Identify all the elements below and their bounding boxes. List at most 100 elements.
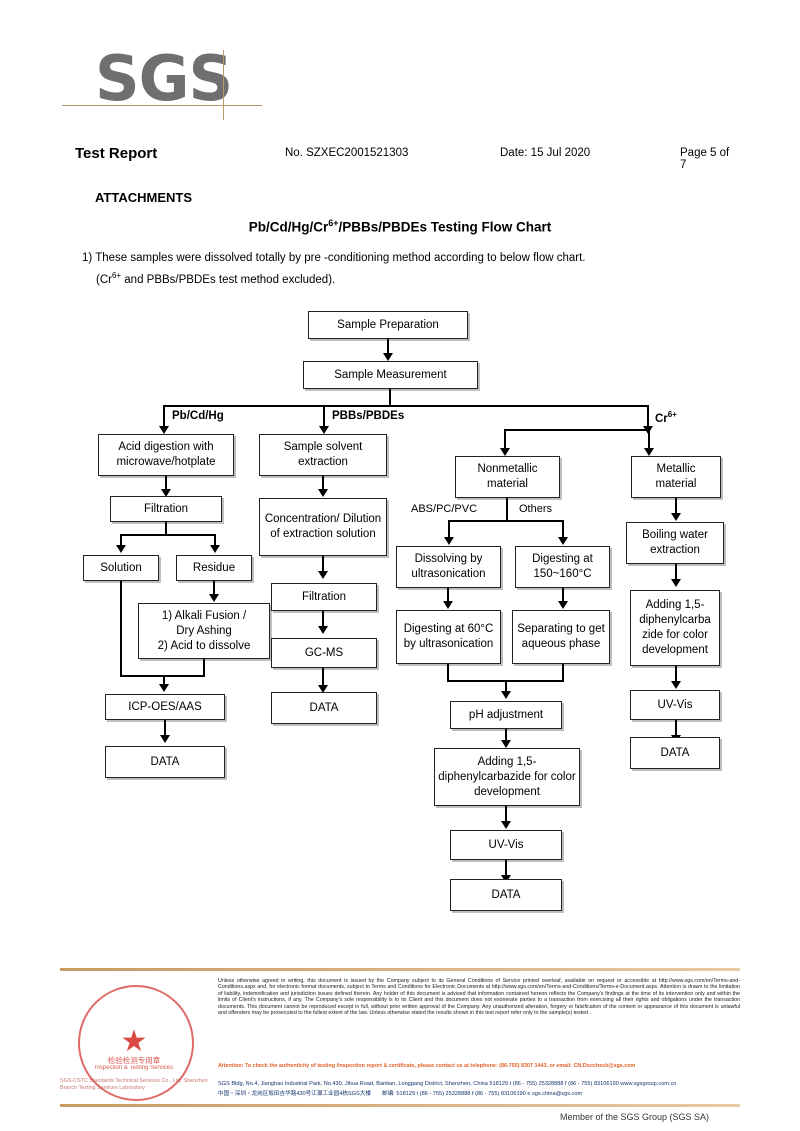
edge-dig150-to-separating (562, 588, 564, 604)
edge-metallic-to-boiling (675, 498, 677, 516)
report-number: No. SZXEC2001521303 (285, 147, 409, 159)
edge-filtration-trunk (165, 522, 167, 536)
edge-to-digesting150 (562, 520, 564, 540)
node-digesting-60-ultrasonication: Digesting at 60°C by ultrasonication (396, 610, 501, 664)
node-boiling-water-extraction: Boiling water extraction (626, 522, 724, 564)
arrow-solvent-to-conc (318, 489, 328, 497)
node-residue: Residue (176, 555, 252, 581)
branch-label-cr6: Cr6+ (655, 410, 677, 425)
node-uv-vis-mid: UV-Vis (450, 830, 562, 860)
logo-horizontal-rule (62, 105, 262, 106)
edge-to-residue (214, 534, 216, 548)
arrow-ph-to-dpc (501, 740, 511, 748)
node-solution: Solution (83, 555, 159, 581)
page-number: Page 5 of 7 (680, 147, 730, 171)
edge-nonmetallic-bus (448, 520, 564, 522)
edge-to-metallic (648, 429, 650, 451)
stamp-chinese-label: 检验检测专用章 (107, 1056, 161, 1065)
stamp-english-label: Inspection & Testing Services (94, 1065, 174, 1071)
arrow-acid-to-filtration (161, 489, 171, 497)
arrow-dig150-to-separating (558, 601, 568, 609)
arrow-to-metallic (644, 448, 654, 456)
report-header-row: Test Report No. SZXEC2001521303 Date: 15… (75, 145, 735, 171)
arrow-to-nonmetallic (500, 448, 510, 456)
flow-title-superscript: 6+ (328, 218, 339, 228)
edge-uvvis-to-data-right (675, 720, 677, 738)
sgs-logo-text: SGS (95, 42, 233, 115)
arrow-boiling-to-dpc (671, 579, 681, 587)
arrow-dpc-to-uvvis-mid (501, 821, 511, 829)
arrow-merge-to-icp (159, 684, 169, 692)
node-sample-measurement: Sample Measurement (303, 361, 478, 389)
edge-dissolving-to-dig60 (447, 588, 449, 604)
node-data-mid: DATA (271, 692, 377, 724)
note-line-2: (Cr6+ and PBBs/PBDEs test method exclude… (82, 267, 742, 289)
edge-leg-cr6 (647, 405, 649, 429)
node-sample-solvent-extraction: Sample solvent extraction (259, 434, 387, 476)
arrow-to-digesting150 (558, 537, 568, 545)
arrow-leg-pbbs (319, 426, 329, 434)
node-metallic-material: Metallic material (631, 456, 721, 498)
stamp-ring (78, 985, 194, 1101)
sgs-logo: SGS (62, 42, 275, 123)
node-alkali-fusion: 1) Alkali Fusion / Dry Ashing 2) Acid to… (138, 603, 270, 659)
note-line-1: 1) These samples were dissolved totally … (82, 252, 586, 264)
edge-dpc-to-uvvis-mid (505, 806, 507, 824)
arrow-icp-to-data (160, 735, 170, 743)
branch-label-cr6-superscript: 6+ (667, 410, 677, 419)
footer-member-text: Member of the SGS Group (SGS SA) (560, 1112, 710, 1122)
node-nonmetallic-material: Nonmetallic material (455, 456, 560, 498)
edge-filtration-bus (120, 534, 216, 536)
node-data-right: DATA (630, 737, 720, 769)
node-concentration-dilution: Concentration/ Dilution of extraction so… (259, 498, 387, 556)
star-icon: ★ (120, 1025, 148, 1058)
edge-leg-pbcdhg (163, 405, 165, 429)
flow-chart-title: Pb/Cd/Hg/Cr6+/PBBs/PBDEs Testing Flow Ch… (0, 218, 800, 235)
arrow-gcms-to-data (318, 685, 328, 693)
edge-merge-icp-bus (120, 675, 205, 677)
flow-title-pre: Pb/Cd/Hg/Cr (248, 219, 329, 235)
branch-label-pbbs-pbdes: PBBs/PBDEs (332, 410, 405, 422)
arrow-residue-to-alkali (209, 594, 219, 602)
edge-merge-ph-down (505, 680, 507, 694)
arrow-dissolving-to-dig60 (443, 601, 453, 609)
edge-alkali-down (203, 659, 205, 677)
node-separating-aqueous-phase: Separating to get aqueous phase (512, 610, 610, 664)
node-dissolving-ultrasonication: Dissolving by ultrasonication (396, 546, 501, 588)
arrow-prep-to-measure (383, 353, 393, 361)
arrow-merge-to-ph (501, 691, 511, 699)
arrow-to-dissolving (444, 537, 454, 545)
node-gc-ms: GC-MS (271, 638, 377, 668)
edge-icp-to-data (164, 720, 166, 738)
edge-filtration-to-gcms (322, 611, 324, 629)
edge-ph-to-dpc (505, 729, 507, 743)
report-date: Date: 15 Jul 2020 (500, 147, 591, 159)
arrow-conc-to-filtration (318, 571, 328, 579)
path-label-others: Others (519, 503, 553, 515)
edge-conc-to-filtration (322, 556, 324, 574)
edge-measure-trunk (389, 389, 391, 407)
edge-to-dissolving (448, 520, 450, 540)
arrow-to-solution (116, 545, 126, 553)
node-acid-digestion: Acid digestion with microwave/hotplate (98, 434, 234, 476)
arrow-filtration-to-gcms (318, 626, 328, 634)
edge-boiling-to-dpc (675, 564, 677, 582)
page-title: Test Report (75, 145, 158, 162)
alkali-line-2: Dry Ashing (176, 624, 232, 637)
edge-to-nonmetallic (504, 429, 506, 451)
node-data-cr: DATA (450, 879, 562, 911)
node-data-left: DATA (105, 746, 225, 778)
flow-title-post: /PBBs/PBDEs Testing Flow Chart (338, 219, 552, 235)
note-line2-pre: (Cr (96, 273, 112, 286)
branch-label-cr6-pre: Cr (655, 412, 668, 425)
arrow-metallic-to-boiling (671, 513, 681, 521)
node-adding-dpc-mid: Adding 1,5-diphenylcarbazide for color d… (434, 748, 580, 806)
note-block: 1) These samples were dissolved totally … (82, 250, 742, 289)
edge-residue-to-alkali (213, 581, 215, 597)
edge-leg-pbbs (323, 405, 325, 429)
node-sample-preparation: Sample Preparation (308, 311, 468, 339)
node-digesting-150-160: Digesting at 150~160°C (515, 546, 610, 588)
alkali-line-3: 2) Acid to dissolve (157, 639, 251, 652)
edge-solution-down (120, 581, 122, 677)
